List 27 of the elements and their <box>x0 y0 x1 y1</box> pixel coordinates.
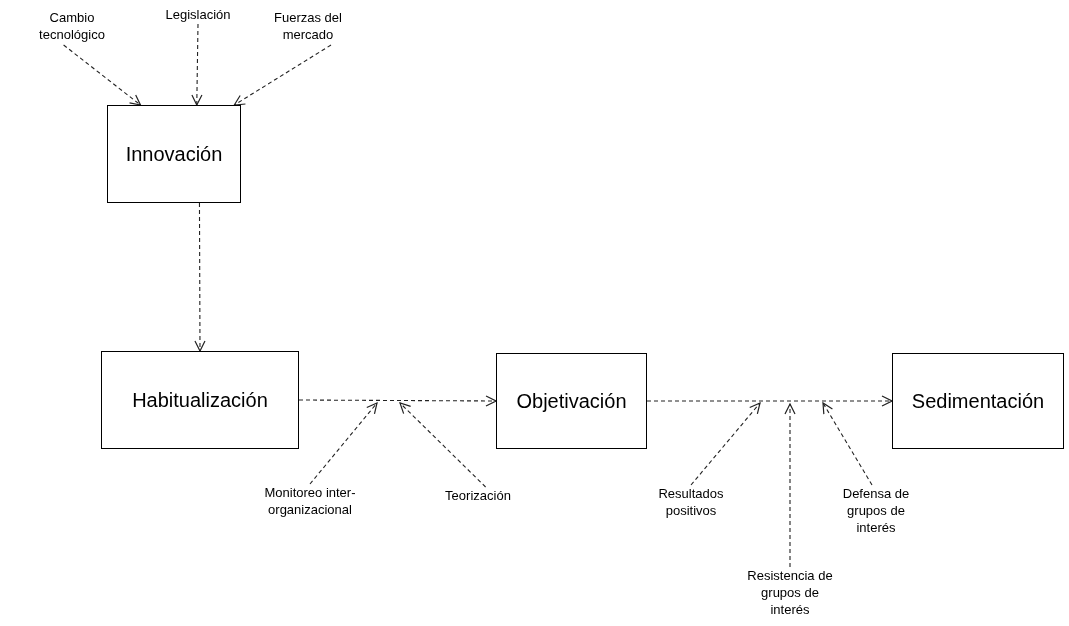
factor-label: Monitoreo inter-organizacional <box>252 484 368 520</box>
factor-label: Teorización <box>440 487 516 505</box>
dashed-arrow <box>191 23 203 106</box>
factor-label: Defensa de grupos de interés <box>836 485 916 539</box>
dashed-arrow <box>298 395 497 407</box>
factor-label: Resistencia de grupos de interés <box>743 567 837 621</box>
factor-label: Resultados positivos <box>648 485 734 521</box>
dashed-arrow <box>784 403 796 568</box>
process-box <box>496 353 647 449</box>
box-label: Habitualización <box>132 388 268 412</box>
dashed-arrow <box>233 44 332 106</box>
process-box <box>892 353 1064 449</box>
dashed-arrow <box>194 202 206 352</box>
factor-label: Cambio tecnológico <box>30 9 114 45</box>
box-label: Sedimentación <box>911 389 1045 413</box>
dashed-arrow <box>822 402 873 486</box>
dashed-arrow <box>646 395 893 407</box>
factor-label: Legislación <box>162 6 234 24</box>
dashed-arrow <box>63 44 142 106</box>
factor-label: Fuerzas del mercado <box>262 9 354 45</box>
dashed-arrow <box>690 402 761 486</box>
dashed-arrow <box>309 402 378 485</box>
process-box <box>107 105 241 203</box>
dashed-arrow <box>399 402 487 488</box>
process-box <box>101 351 299 449</box>
box-label: Innovación <box>125 142 223 166</box>
box-label: Objetivación <box>516 389 627 413</box>
